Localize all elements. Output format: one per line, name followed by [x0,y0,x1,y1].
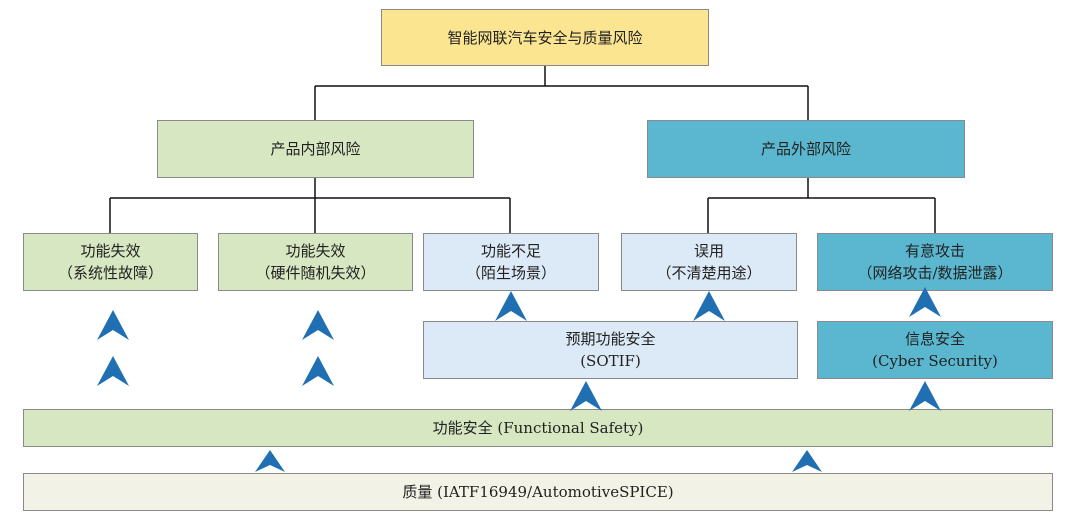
chevron-up-icon [909,381,941,411]
quality-bar: 质量 (IATF16949/AutomotiveSPICE) [23,473,1053,511]
chevron-up-icon [909,287,941,317]
chevron-up-icon [302,356,334,386]
cyber-subtitle: (Cyber Security) [872,352,998,370]
chevron-up-icon [570,381,602,411]
leaf-subtitle: （系统性故障） [57,264,163,282]
leaf-subtitle: （硬件随机失效） [255,264,376,282]
leaf-subtitle: （不清楚用途） [656,264,762,282]
leaf-title: 功能失效 [285,242,346,260]
sotif-node: 预期功能安全 (SOTIF) [423,321,798,379]
chevron-up-icon [97,356,129,386]
chevron-up-icon [255,450,285,472]
leaf-title: 误用 [693,242,724,260]
root-node: 智能网联汽车安全与质量风险 [381,9,709,66]
cyber-title: 信息安全 [904,330,965,348]
functional-safety-label: 功能安全 (Functional Safety) [432,419,644,437]
chevron-up-icon [693,291,725,321]
leaf-intentional-attack: 有意攻击 （网络攻击/数据泄露） [817,233,1053,291]
leaf-functional-insufficiency: 功能不足 （陌生场景） [423,233,599,291]
sotif-title: 预期功能安全 [565,330,656,348]
leaf-misuse: 误用 （不清楚用途） [621,233,797,291]
chevron-up-icon [792,450,822,472]
cyber-security-node: 信息安全 (Cyber Security) [817,321,1053,379]
leaf-systematic-failure: 功能失效 （系统性故障） [23,233,198,291]
internal-risk-node: 产品内部风险 [157,120,474,178]
chevron-up-icon [495,291,527,321]
leaf-title: 有意攻击 [904,242,965,260]
sotif-subtitle: (SOTIF) [580,352,641,370]
chevron-up-icon [302,310,334,340]
external-risk-node: 产品外部风险 [647,120,965,178]
leaf-title: 功能失效 [80,242,141,260]
chevron-up-icon [97,310,129,340]
internal-risk-label: 产品内部风险 [270,140,361,158]
functional-safety-bar: 功能安全 (Functional Safety) [23,409,1053,447]
leaf-subtitle: （陌生场景） [465,264,556,282]
leaf-subtitle: （网络攻击/数据泄露） [857,264,1013,282]
external-risk-label: 产品外部风险 [760,140,851,158]
quality-label: 质量 (IATF16949/AutomotiveSPICE) [402,483,674,501]
leaf-title: 功能不足 [480,242,541,260]
root-label: 智能网联汽车安全与质量风险 [447,28,643,47]
leaf-random-hardware-failure: 功能失效 （硬件随机失效） [218,233,413,291]
